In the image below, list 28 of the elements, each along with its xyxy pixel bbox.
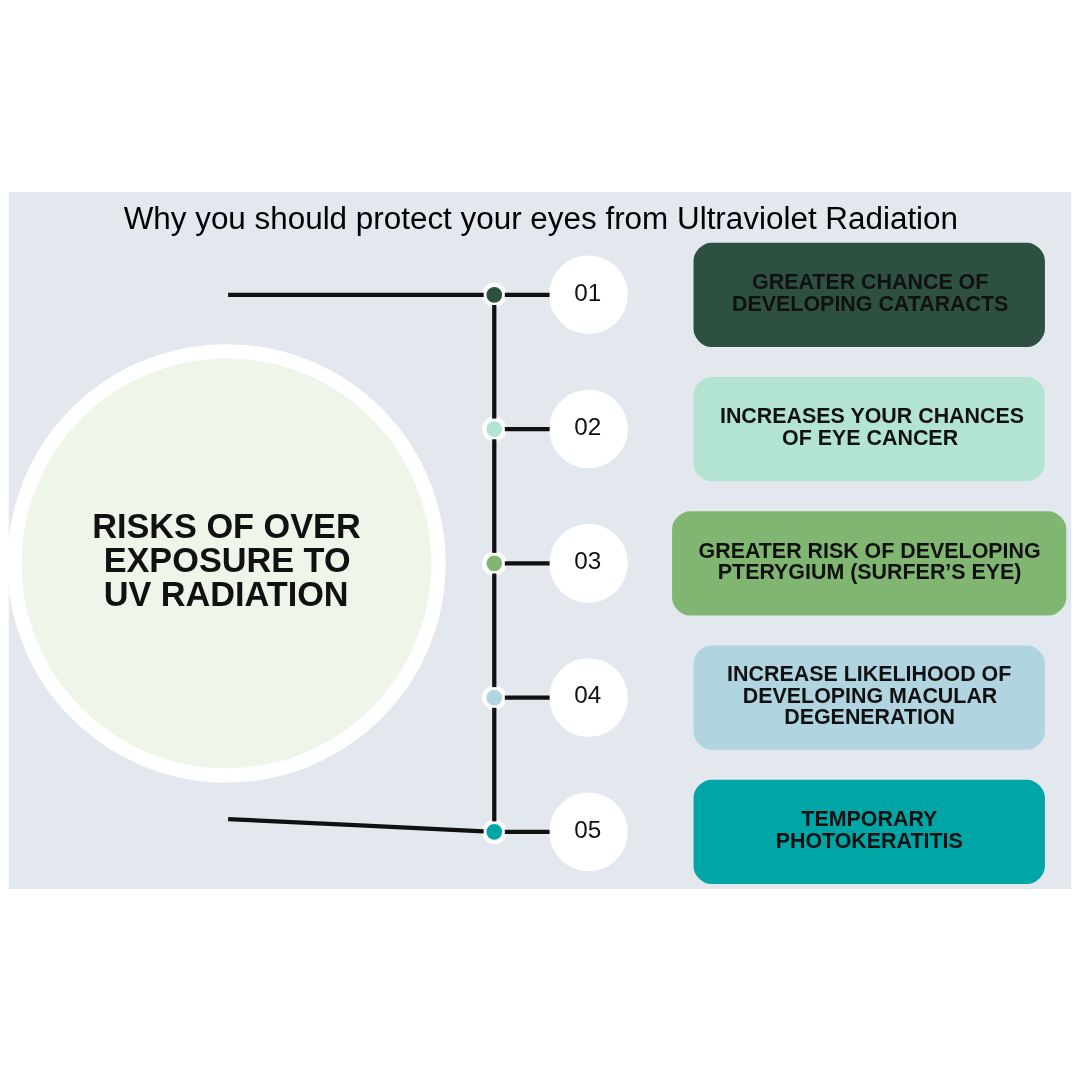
connector [492, 438, 497, 553]
node-box: TEMPORARY PHOTOKERATITIS [693, 779, 1045, 884]
node-box: GREATER CHANCE OF DEVELOPING CATARACTS [693, 242, 1045, 347]
node-circle [482, 684, 507, 710]
node-circle: 01 [549, 255, 628, 334]
node-circle [482, 819, 507, 844]
node-circle [482, 282, 507, 307]
connector [492, 304, 497, 419]
connector [504, 694, 550, 700]
connector [492, 573, 497, 687]
connector [504, 292, 550, 297]
node-circle: 02 [549, 389, 628, 468]
connector [504, 829, 550, 834]
diagram-title: Why you should protect your eyes from Ultraviolet Radiation [123, 200, 959, 236]
connector [492, 707, 497, 821]
connector [504, 426, 550, 431]
node-circle: 05 [549, 792, 628, 871]
node-circle: RISKS OF OVER EXPOSURE TO UV RADIATION [8, 343, 446, 783]
node-circle: 03 [549, 523, 628, 603]
connector [228, 816, 484, 834]
node-box: GREATER RISK OF DEVELOPING PTERYGIUM (SURFER’S EYE) [672, 510, 1067, 615]
node-circle [482, 550, 507, 575]
node-circle: 04 [549, 657, 628, 737]
connector [504, 560, 550, 565]
node-box: INCREASES YOUR CHANCES OF EYE CANCER [693, 376, 1045, 481]
connector [228, 292, 484, 297]
node-box: INCREASE LIKELIHOOD OF DEVELOPING MACULAR DEGENERATION [693, 644, 1045, 750]
node-circle [482, 416, 507, 441]
